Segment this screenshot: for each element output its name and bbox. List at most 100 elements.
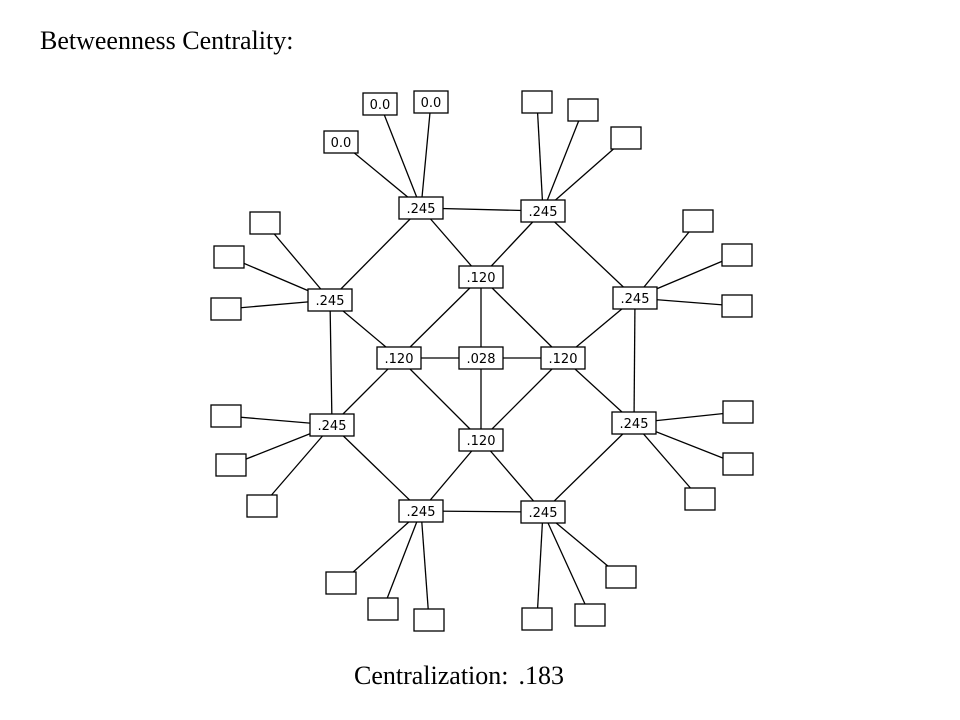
node-inner-bottom: .120 [458, 428, 504, 452]
node-leaf-ll-3 [246, 494, 278, 518]
node-label: .028 [467, 352, 496, 367]
node-box [307, 288, 353, 312]
node-leaf-tr-3 [610, 126, 642, 150]
node-bottom-right-hub: .245 [520, 500, 566, 524]
node-box [210, 404, 242, 428]
node-bottom-left-hub: .245 [398, 499, 444, 523]
node-leaf-lr-1 [722, 400, 754, 424]
node-box [567, 98, 599, 122]
node-box [605, 565, 637, 589]
edge-upper-left-hub-to-lower-left-hub [329, 299, 333, 426]
node-leaf-ll-2 [215, 453, 247, 477]
node-leaf-tr-1 [521, 90, 553, 114]
node-leaf-tl-3: 0.0 [413, 90, 449, 114]
node-box [362, 92, 398, 116]
node-box [413, 608, 445, 632]
node-leaf-ul-2 [213, 245, 245, 269]
node-box [520, 199, 566, 223]
node-leaf-br-3 [605, 565, 637, 589]
node-box [213, 245, 245, 269]
node-box [682, 209, 714, 233]
node-leaf-lr-3 [684, 487, 716, 511]
edge-lower-right-hub-to-bottom-right-hub [542, 422, 635, 513]
node-label: 0.0 [421, 96, 442, 111]
edge-bottom-right-hub-to-leaf-br-1 [536, 511, 544, 620]
node-label: .245 [621, 292, 650, 307]
node-box [323, 130, 359, 154]
node-upper-right-hub: .245 [612, 286, 658, 310]
edge-inner-bottom-to-bottom-right-hub [480, 439, 544, 513]
node-label: .120 [467, 434, 496, 449]
node-leaf-ur-3 [721, 294, 753, 318]
node-box [684, 487, 716, 511]
node-leaf-tl-1: 0.0 [323, 130, 359, 154]
node-label: .120 [549, 352, 578, 367]
node-top-right-hub: .245 [520, 199, 566, 223]
edge-top-left-hub-to-leaf-tl-3 [420, 101, 432, 209]
node-leaf-ul-3 [210, 297, 242, 321]
edge-inner-bottom-to-bottom-left-hub [420, 439, 482, 512]
node-label: .120 [385, 352, 414, 367]
edge-top-right-hub-to-leaf-tr-2 [542, 109, 584, 212]
node-box [722, 400, 754, 424]
edge-bottom-left-hub-to-leaf-bl-2 [382, 510, 422, 610]
node-label: .245 [620, 417, 649, 432]
node-leaf-ul-1 [249, 211, 281, 235]
node-box [721, 243, 753, 267]
edge-upper-left-hub-to-leaf-ul-1 [264, 222, 331, 301]
node-box [249, 211, 281, 235]
node-box [574, 603, 606, 627]
edge-top-left-hub-to-upper-left-hub [329, 207, 422, 301]
node-leaf-ur-2 [721, 243, 753, 267]
node-box [367, 597, 399, 621]
edge-lower-left-hub-to-leaf-ll-3 [261, 424, 333, 507]
node-box [610, 126, 642, 150]
node-box [413, 90, 449, 114]
node-center: .028 [458, 346, 504, 370]
node-label: .245 [316, 294, 345, 309]
node-leaf-br-2 [574, 603, 606, 627]
node-inner-top: .120 [458, 265, 504, 289]
node-label: .120 [467, 271, 496, 286]
node-leaf-bl-3 [413, 608, 445, 632]
centralization-label: Centralization: [354, 661, 509, 690]
node-box [612, 286, 658, 310]
centralization-readout: Centralization: .183 [354, 661, 564, 691]
edge-top-left-hub-to-leaf-tl-2 [379, 103, 422, 209]
edge-bottom-left-hub-to-leaf-bl-1 [340, 510, 422, 584]
edge-upper-right-hub-to-lower-right-hub [633, 297, 636, 424]
edge-lower-right-hub-to-leaf-lr-3 [633, 422, 701, 500]
edge-inner-top-to-inner-right [480, 276, 564, 359]
node-box [521, 90, 553, 114]
node-box [215, 453, 247, 477]
node-box [721, 294, 753, 318]
edge-inner-right-to-inner-bottom [480, 357, 564, 441]
node-box [325, 571, 357, 595]
node-lower-right-hub: .245 [611, 411, 657, 435]
node-inner-right: .120 [540, 346, 586, 370]
node-inner-left: .120 [376, 346, 422, 370]
node-box [376, 346, 422, 370]
diagram-title: Betweenness Centrality: [40, 26, 294, 55]
edge-inner-left-to-inner-bottom [398, 357, 482, 441]
node-leaf-bl-1 [325, 571, 357, 595]
node-box [521, 607, 553, 631]
node-leaf-br-1 [521, 607, 553, 631]
node-upper-left-hub: .245 [307, 288, 353, 312]
edge-bottom-left-hub-to-leaf-bl-3 [420, 510, 430, 621]
edge-lower-left-hub-to-bottom-left-hub [331, 424, 422, 512]
node-box [246, 494, 278, 518]
node-box [458, 346, 504, 370]
edge-inner-top-to-inner-left [398, 276, 482, 359]
centralization-value: .183 [518, 661, 565, 690]
node-leaf-ur-1 [682, 209, 714, 233]
node-label: .245 [407, 505, 436, 520]
node-leaf-lr-2 [722, 452, 754, 476]
node-box [458, 428, 504, 452]
nodes-layer: .245 .245 .245 .245 .120 .120 .028 .120 .120 .245… [210, 90, 754, 632]
node-box [540, 346, 586, 370]
node-box [398, 499, 444, 523]
node-leaf-bl-2 [367, 597, 399, 621]
node-box [520, 500, 566, 524]
